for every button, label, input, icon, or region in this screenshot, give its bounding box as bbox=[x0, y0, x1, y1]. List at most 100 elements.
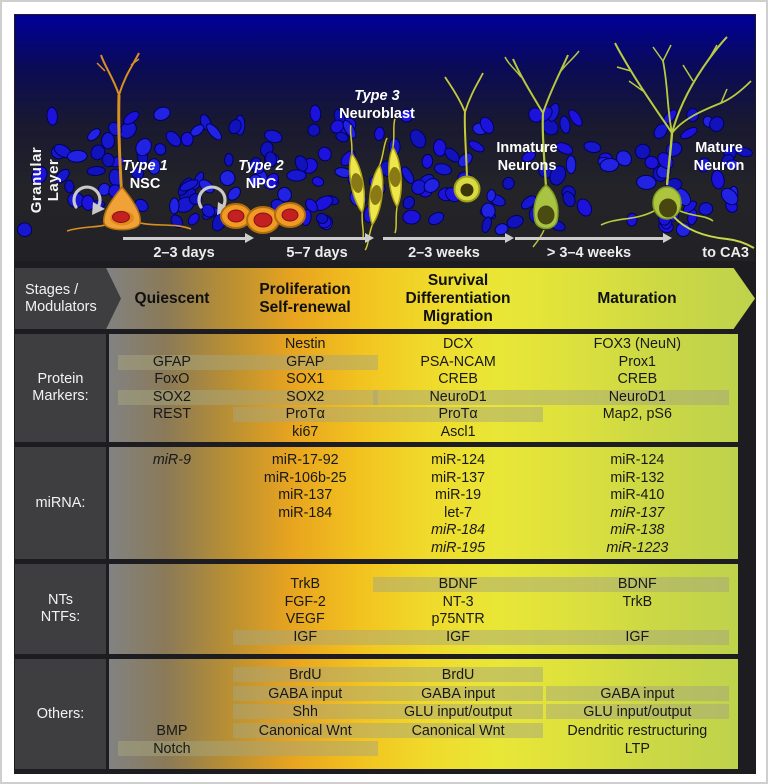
continuity-band bbox=[118, 354, 378, 370]
marker-label: GFAP bbox=[152, 353, 191, 370]
marker-label: FOX3 (NeuN) bbox=[593, 336, 682, 352]
marker-label: PSA-NCAM bbox=[420, 353, 496, 370]
marker-label: ProTα bbox=[438, 406, 478, 422]
row-label-line: Protein bbox=[37, 371, 84, 387]
marker-label: CREB bbox=[438, 371, 478, 387]
marker-label: miR-106b-25 bbox=[263, 469, 347, 486]
marker-label: ki67 bbox=[292, 423, 319, 440]
continuity-band bbox=[232, 685, 543, 701]
continuity-band bbox=[546, 704, 729, 719]
marker-label: Nestin bbox=[284, 336, 326, 352]
marker-label: REST bbox=[152, 406, 191, 422]
continuity-band bbox=[118, 389, 378, 405]
marker-label: miR-124 bbox=[431, 452, 486, 468]
marker-label: miR-137 bbox=[431, 469, 486, 486]
marker-label: Canonical Wnt bbox=[258, 722, 352, 739]
marker-label: NT-3 bbox=[442, 593, 474, 610]
immature-neurons-label: Inmature Neurons bbox=[496, 140, 558, 174]
row-label-line: Markers: bbox=[32, 388, 89, 404]
marker-label: BrdU bbox=[441, 667, 475, 683]
marker-label: miR-9 bbox=[152, 452, 191, 468]
stage-survival: Survival Differentiation Migration bbox=[405, 271, 511, 325]
continuity-band bbox=[373, 389, 729, 405]
marker-label: SOX1 bbox=[286, 371, 325, 387]
marker-label: Prox1 bbox=[618, 353, 657, 370]
type3-neuroblast-cells bbox=[348, 118, 402, 251]
type2-npc-label: Type 2 NPC bbox=[238, 158, 284, 192]
marker-label: NeuroD1 bbox=[429, 388, 487, 405]
continuity-band bbox=[232, 629, 729, 645]
continuity-band bbox=[373, 577, 729, 592]
marker-label: BMP bbox=[156, 722, 188, 739]
marker-label: Canonical Wnt bbox=[411, 722, 505, 739]
timeline-label-4: > 3–4 weeks bbox=[546, 245, 632, 261]
continuity-band bbox=[546, 685, 729, 701]
marker-label: miR-410 bbox=[610, 487, 665, 504]
marker-label: SOX2 bbox=[286, 388, 325, 405]
marker-label: BDNF bbox=[617, 576, 657, 592]
marker-label: Shh bbox=[292, 704, 318, 720]
stage-maturation: Maturation bbox=[597, 289, 677, 307]
continuity-band bbox=[232, 722, 543, 738]
marker-label: BDNF bbox=[438, 576, 478, 592]
illustration-canvas bbox=[15, 15, 755, 261]
early-immature-neuron-cell bbox=[444, 72, 484, 203]
timeline-label-1: 2–3 days bbox=[153, 245, 215, 261]
marker-label: GABA input bbox=[600, 685, 675, 702]
marker-label: miR-132 bbox=[610, 469, 665, 486]
timeline-arrow-3 bbox=[383, 233, 514, 243]
marker-label: LTP bbox=[624, 741, 650, 757]
continuity-band bbox=[232, 704, 543, 719]
granular-line2: Layer bbox=[45, 158, 62, 202]
marker-label: GLU input/output bbox=[583, 704, 692, 720]
marker-label: TrkB bbox=[290, 576, 321, 592]
granular-line1: Granular bbox=[28, 146, 45, 214]
marker-label: DCX bbox=[442, 336, 474, 352]
neurogenesis-figure: Granular Layer Type 1 NSC Type 2 NPC Typ… bbox=[14, 14, 756, 774]
marker-label: IGF bbox=[293, 628, 318, 645]
row-label-line: miRNA: bbox=[35, 494, 86, 511]
marker-label: miR-1223 bbox=[606, 540, 669, 556]
type1-nsc-cell bbox=[66, 52, 192, 232]
stages-arrow-band bbox=[106, 268, 755, 329]
marker-label: miR-17-92 bbox=[271, 452, 339, 468]
stages-modulators-corner: Stages / Modulators bbox=[15, 268, 121, 329]
granular-layer-illustration: Granular Layer Type 1 NSC Type 2 NPC Typ… bbox=[15, 15, 755, 261]
mature-neuron-cell bbox=[600, 36, 755, 249]
type1-nsc-label: Type 1 NSC bbox=[122, 158, 168, 192]
stage-proliferation: Proliferation Self-renewal bbox=[259, 280, 351, 316]
mature-neuron-label: Mature Neuron bbox=[693, 140, 745, 174]
marker-label: GLU input/output bbox=[404, 704, 513, 720]
row-label-others: Others: bbox=[15, 659, 106, 769]
row-label-line: NTFs: bbox=[40, 609, 81, 625]
marker-label: Ascl1 bbox=[440, 423, 476, 440]
timeline-arrow-2 bbox=[270, 233, 374, 243]
marker-label: let-7 bbox=[444, 504, 472, 521]
marker-label: IGF bbox=[446, 628, 470, 645]
marker-label: miR-195 bbox=[431, 540, 486, 556]
timeline-label-2: 5–7 days bbox=[286, 245, 348, 261]
timeline-arrow-1 bbox=[123, 233, 254, 243]
marker-label: Notch bbox=[153, 741, 191, 757]
marker-label: ProTα bbox=[285, 406, 325, 422]
marker-label: VEGF bbox=[285, 611, 325, 627]
marker-label: GABA input bbox=[421, 685, 496, 702]
marker-label: miR-19 bbox=[435, 487, 482, 504]
marker-label: p75NTR bbox=[431, 611, 485, 627]
marker-label: miR-137 bbox=[278, 487, 333, 504]
timeline-arrow-4 bbox=[515, 233, 672, 243]
to-ca3-label: to CA3 bbox=[702, 245, 749, 261]
row-label-line: Others: bbox=[36, 705, 85, 722]
marker-label: TrkB bbox=[622, 593, 653, 610]
row-label-line: NTs bbox=[48, 592, 73, 608]
row-label-mirna: miRNA: bbox=[15, 447, 106, 559]
continuity-band bbox=[232, 667, 543, 682]
